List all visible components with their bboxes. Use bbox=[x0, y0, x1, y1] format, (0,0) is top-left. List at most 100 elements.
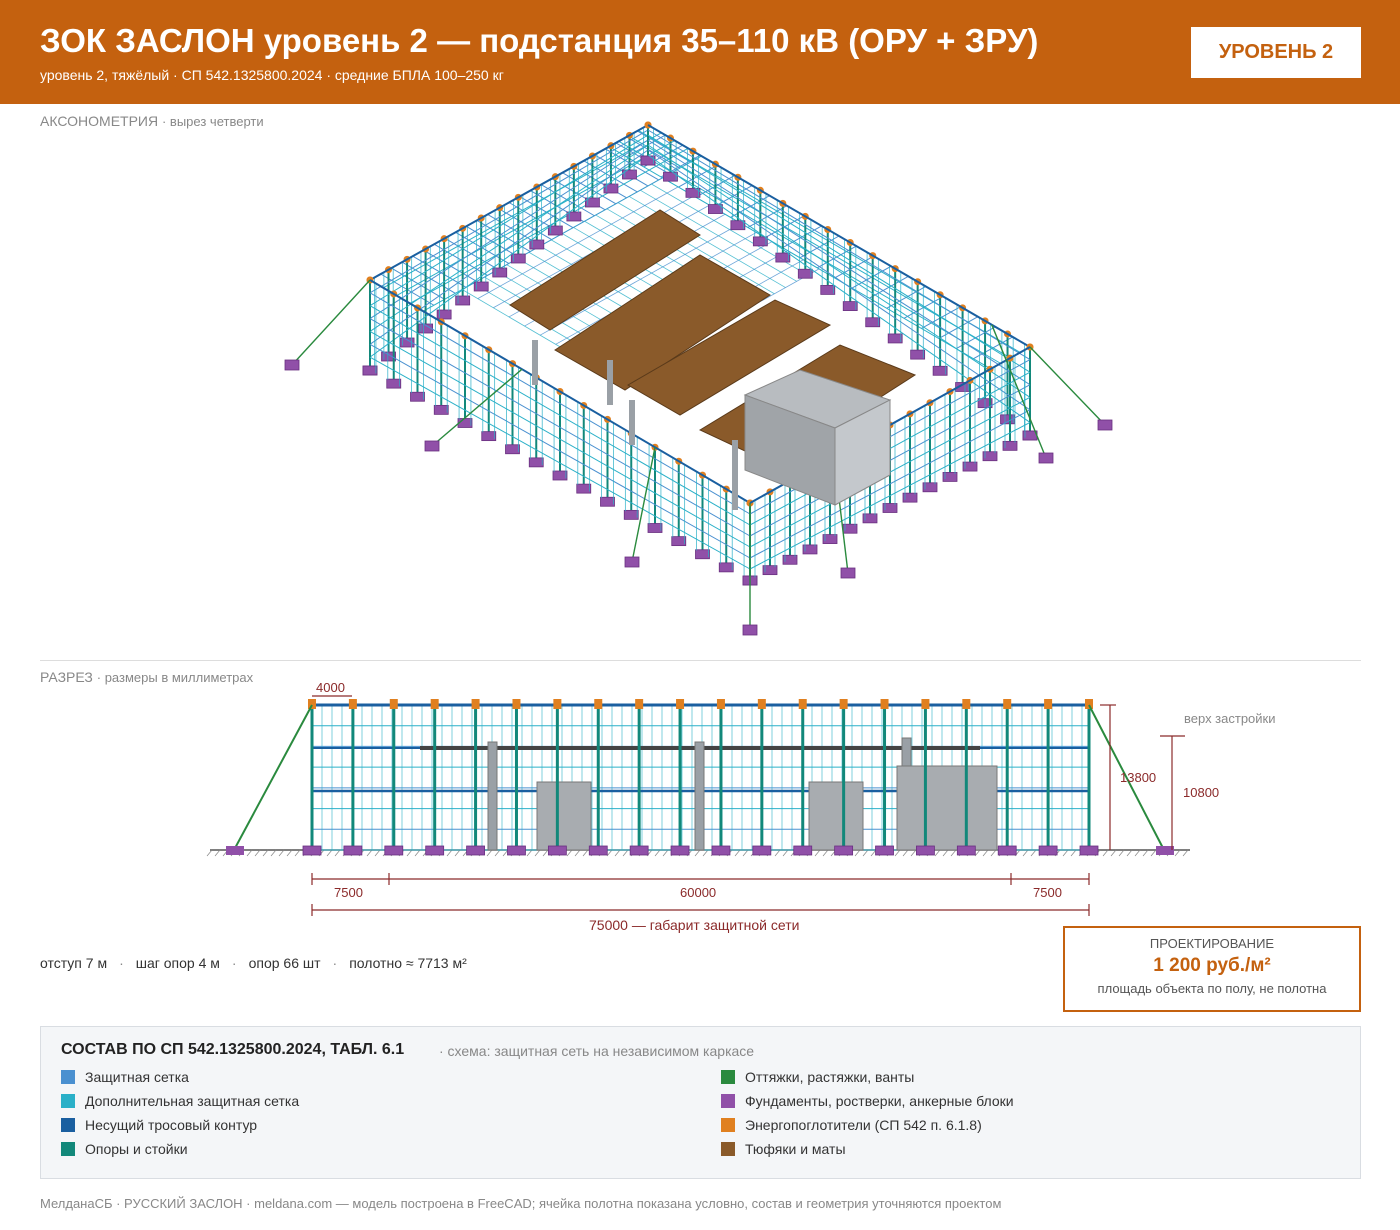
wall-back-right-foundation bbox=[663, 171, 678, 182]
ground-hatch bbox=[1102, 849, 1109, 857]
wall-back-right-foundation bbox=[932, 365, 948, 376]
wall-front-right-foundation bbox=[922, 482, 938, 493]
legend-swatch bbox=[61, 1142, 75, 1156]
section-foundation bbox=[997, 845, 1017, 856]
wall-back-right-foundation bbox=[775, 252, 791, 263]
wall-front-right-foundation bbox=[782, 554, 798, 565]
ground-hatch bbox=[542, 849, 549, 857]
ground-hatch bbox=[526, 849, 533, 857]
section-drawing: 4000 верх застройки 13800 10800 7500 600… bbox=[206, 680, 1276, 933]
dim-total-label: 75000 — габарит защитной сети bbox=[589, 917, 799, 933]
wall-front-left-mesh bbox=[369, 330, 751, 548]
building-side bbox=[834, 399, 891, 506]
anchor-block bbox=[1038, 452, 1054, 464]
page-subtitle: уровень 2, тяжёлый · СП 542.1325800.2024… bbox=[40, 67, 504, 83]
ground-hatch bbox=[622, 849, 629, 857]
wall-front-right-foundation bbox=[902, 492, 918, 503]
wall-back-left-foundation bbox=[603, 183, 619, 194]
wall-front-left-mesh bbox=[369, 305, 751, 526]
section-foundation bbox=[834, 845, 854, 856]
wall-back-left-mesh bbox=[369, 139, 649, 319]
wall-back-right-foundation bbox=[685, 187, 701, 198]
section-foundation bbox=[547, 845, 567, 856]
column bbox=[732, 440, 738, 485]
build-top-label: верх застройки bbox=[1184, 711, 1276, 726]
section-foundation bbox=[507, 845, 526, 856]
ground-hatch bbox=[654, 849, 661, 857]
section-absorber bbox=[716, 699, 725, 709]
wall-back-right-foundation bbox=[640, 155, 656, 166]
section-foundation bbox=[466, 845, 485, 856]
section-absorber bbox=[471, 699, 480, 709]
wall-front-right-foundation bbox=[862, 513, 878, 524]
anchor-block bbox=[424, 440, 440, 452]
section-absorber bbox=[921, 699, 930, 709]
ground-hatch bbox=[990, 849, 997, 857]
legend-item-label: Опоры и стойки bbox=[85, 1141, 188, 1157]
roof-mesh-line bbox=[396, 140, 675, 297]
wall-front-left-foundation bbox=[481, 431, 497, 442]
section-foundation bbox=[343, 845, 363, 856]
equipment-block bbox=[896, 765, 998, 851]
wall-front-right-foundation bbox=[802, 544, 818, 555]
price-box: ПРОЕКТИРОВАНИЕ 1 200 руб./м² площадь объ… bbox=[1063, 926, 1361, 1012]
wall-back-left-mesh bbox=[369, 154, 649, 358]
wall-back-left-foundation bbox=[510, 253, 526, 264]
section-absorber bbox=[1085, 699, 1093, 709]
ground-hatch bbox=[862, 849, 869, 857]
wall-front-left-foundation bbox=[362, 365, 378, 376]
wall-front-left-foundation bbox=[457, 418, 473, 428]
column bbox=[607, 360, 613, 405]
wall-back-right-foundation bbox=[797, 268, 813, 279]
ground-hatch bbox=[246, 849, 253, 857]
section-foundation bbox=[670, 845, 690, 856]
ground-hatch bbox=[902, 849, 909, 857]
equipment-column bbox=[694, 741, 705, 851]
wall-back-right-mesh bbox=[647, 134, 1031, 373]
ground-hatch bbox=[1118, 849, 1125, 857]
legend-item: Защитная сетка bbox=[61, 1069, 189, 1085]
ground-hatch bbox=[782, 849, 789, 857]
wall-front-left-mesh bbox=[369, 356, 751, 570]
wall-front-left-foundation bbox=[410, 391, 425, 402]
stat-step: шаг опор 4 м bbox=[135, 955, 220, 971]
section-absorber bbox=[757, 699, 766, 709]
ground-hatch bbox=[982, 849, 989, 857]
wall-back-left-foundation bbox=[473, 281, 489, 292]
ground-hatch bbox=[734, 849, 741, 857]
section-foundation bbox=[588, 845, 608, 856]
dim-left-label: 7500 bbox=[334, 885, 363, 900]
wall-front-left-mesh bbox=[369, 292, 751, 515]
wall-back-left-foundation bbox=[566, 211, 582, 222]
ground-hatch bbox=[294, 849, 301, 857]
ground-hatch bbox=[814, 849, 821, 857]
ground-hatch bbox=[1022, 849, 1029, 857]
ground-hatch bbox=[1142, 849, 1149, 857]
section-absorber bbox=[676, 699, 685, 709]
wall-back-right-mesh bbox=[647, 139, 1031, 386]
wall-front-right-foundation bbox=[962, 461, 978, 472]
section-title: РАЗРЕЗ bbox=[40, 669, 93, 685]
wall-back-left-mesh bbox=[369, 129, 649, 294]
ground-hatch bbox=[662, 849, 669, 857]
legend-item-label: Несущий тросовый контур bbox=[85, 1117, 258, 1133]
ground-hatch bbox=[1134, 849, 1141, 857]
ground-hatch bbox=[606, 849, 613, 857]
ground-hatch bbox=[374, 849, 381, 857]
legend-item-label: Дополнительная защитная сетка bbox=[85, 1093, 300, 1109]
wall-front-right-foundation bbox=[1002, 440, 1018, 451]
legend-swatch bbox=[721, 1094, 735, 1108]
section-absorber bbox=[798, 699, 807, 709]
ground-hatch bbox=[702, 849, 709, 857]
wall-front-left-foundation bbox=[433, 404, 449, 415]
legend-swatch bbox=[61, 1094, 75, 1108]
wall-back-left-foundation bbox=[455, 295, 471, 306]
price-label: ПРОЕКТИРОВАНИЕ bbox=[1149, 936, 1275, 951]
guy-line bbox=[431, 368, 523, 447]
ground-hatch bbox=[262, 849, 269, 857]
ground-hatch bbox=[414, 849, 421, 857]
ground-hatch bbox=[406, 849, 413, 857]
section-absorber bbox=[389, 699, 398, 709]
wall-back-left-cable bbox=[369, 124, 649, 281]
legend-panel: СОСТАВ ПО СП 542.1325800.2024, ТАБЛ. 6.1… bbox=[40, 1026, 1361, 1179]
